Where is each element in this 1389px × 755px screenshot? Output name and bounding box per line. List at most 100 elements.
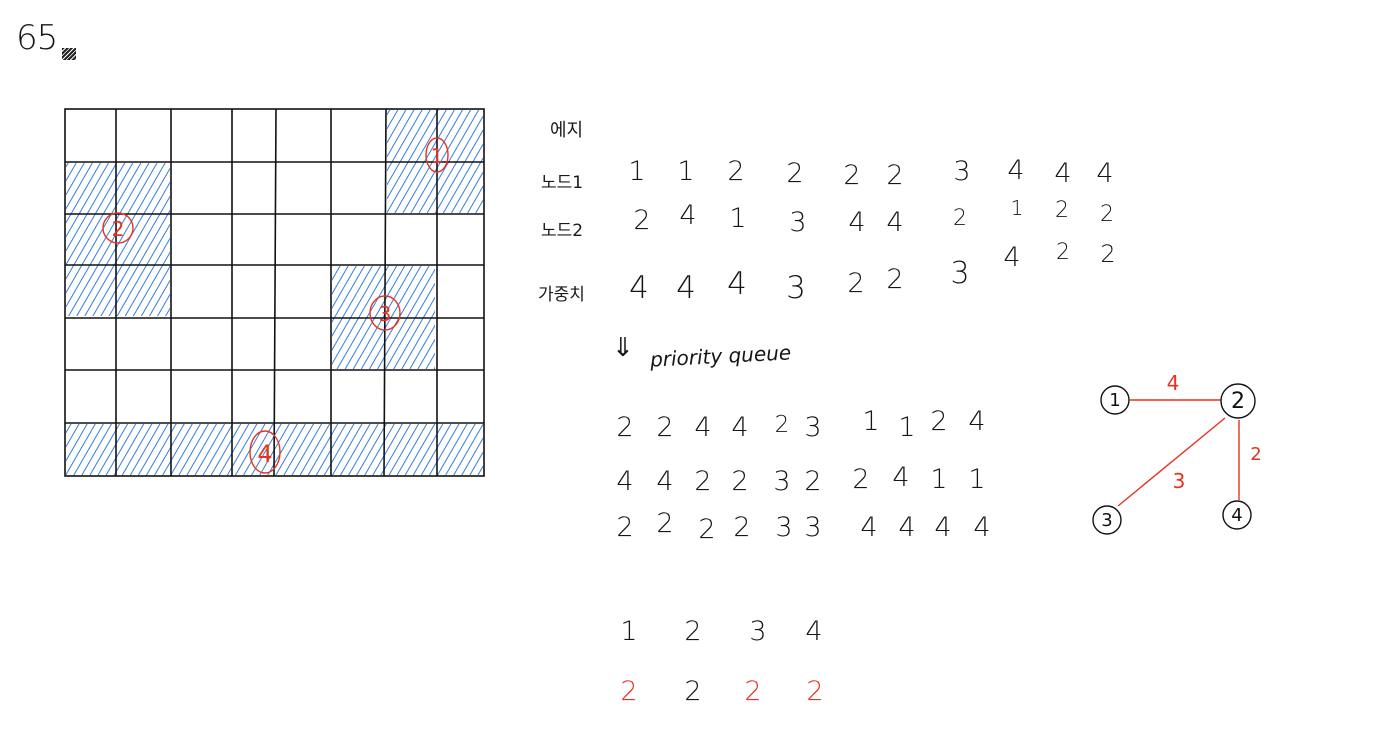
row-label-weight: 가중치 [538, 285, 585, 305]
pq-node1-cell: 1 [862, 406, 880, 437]
pq-node1-cell: 2 [930, 406, 948, 437]
pq-node1-cell: 4 [694, 412, 712, 443]
parent-value-cell: 2 [684, 676, 702, 707]
edge-node2-cell: 4 [679, 200, 697, 231]
edge-node2-cell: 4 [886, 207, 904, 238]
edge-node1-cell: 1 [628, 156, 646, 187]
edge-weight-cell: 2 [847, 268, 865, 299]
mst-node-2 [1220, 383, 1256, 419]
island-grid-map: 1 2 3 4 [64, 108, 485, 477]
pq-weight-cell: 2 [733, 512, 751, 543]
mst-node-4 [1222, 500, 1252, 530]
mst-node-1 [1100, 385, 1130, 415]
edge-node1-cell: 2 [727, 156, 745, 187]
island-1-marker [425, 137, 449, 173]
pq-weight-cell: 4 [934, 512, 952, 543]
edge-node1-cell: 4 [1096, 158, 1114, 189]
edge-weight-cell: 4 [727, 266, 747, 302]
pq-node2-cell: 2 [731, 466, 749, 497]
mst-edge-weight-1-2: 4 [1167, 371, 1180, 395]
edge-node2-cell: 2 [953, 206, 967, 231]
edge-node2-cell: 2 [1055, 198, 1069, 223]
edge-weight-cell: 2 [1056, 240, 1070, 265]
island-2-marker [102, 212, 134, 244]
island-3-marker [369, 295, 401, 331]
pq-node1-cell: 3 [804, 412, 822, 443]
pq-weight-cell: 4 [898, 512, 916, 543]
island-2-label: 2 [112, 217, 125, 241]
edge-node2-cell: 1 [729, 203, 747, 234]
mst-edge-2-3 [1117, 417, 1226, 507]
row-label-node1: 노드1 [541, 173, 584, 193]
pq-node2-cell: 1 [930, 464, 948, 495]
pq-weight-cell: 3 [804, 512, 822, 543]
mst-graph: 1 2 3 4 4 3 2 [1092, 371, 1262, 535]
priority-queue-label: priority queue [649, 340, 792, 372]
island-4-label: 4 [257, 440, 272, 468]
pq-node1-cell: 1 [898, 412, 916, 443]
pq-weight-cell: 2 [656, 508, 674, 539]
row-label-node2: 노드2 [541, 221, 584, 241]
pq-node2-cell: 1 [968, 464, 986, 495]
island-2-cells [66, 163, 170, 316]
pq-node1-cell: 4 [968, 406, 986, 437]
edge-weight-cell: 3 [950, 256, 970, 291]
edge-weight-cell: 4 [629, 270, 649, 306]
pq-weight-cell: 3 [775, 512, 793, 543]
edge-node1-cell: 3 [953, 156, 971, 187]
pq-node2-cell: 2 [852, 464, 870, 495]
edge-node1-cell: 4 [1054, 158, 1072, 189]
pq-node2-cell: 2 [694, 466, 712, 497]
edge-weight-cell: 2 [1100, 240, 1116, 268]
problem-number: 65 [16, 18, 58, 58]
pq-node1-cell: 2 [656, 412, 674, 443]
edge-node2-cell: 2 [1100, 202, 1114, 227]
edge-node1-cell: 1 [677, 156, 695, 187]
edge-node1-cell: 2 [843, 160, 861, 191]
edge-weight-cell: 3 [786, 270, 806, 306]
island-3-label: 3 [379, 302, 392, 326]
grid-lines [64, 108, 485, 477]
mst-node-2-label: 2 [1231, 389, 1245, 414]
mst-node-1-label: 1 [1109, 390, 1120, 411]
parent-value-cell: 2 [620, 676, 638, 707]
edge-node2-cell: 3 [789, 207, 807, 238]
mst-node-3 [1092, 505, 1122, 535]
parent-index-cell: 1 [620, 616, 638, 647]
pq-node2-cell: 3 [773, 466, 791, 497]
pq-weight-cell: 4 [973, 512, 991, 543]
edge-heading: 에지 [550, 120, 584, 141]
parent-index-cell: 2 [684, 616, 702, 647]
pq-node1-cell: 2 [616, 412, 634, 443]
pq-weight-cell: 2 [616, 512, 634, 543]
island-4-marker [249, 430, 281, 474]
pq-node2-cell: 4 [892, 462, 910, 493]
edge-weight-cell: 4 [676, 270, 696, 306]
mst-edge-weight-2-3: 3 [1173, 469, 1186, 493]
edge-node2-cell: 4 [848, 207, 866, 238]
pq-node2-cell: 4 [656, 466, 674, 497]
down-arrow-icon: ⇓ [612, 333, 634, 363]
pq-weight-cell: 4 [860, 512, 878, 543]
island-1-label: 1 [431, 144, 444, 168]
mst-node-3-label: 3 [1101, 510, 1112, 531]
parent-value-cell: 2 [806, 676, 824, 707]
edge-node1-cell: 2 [886, 160, 904, 191]
edge-weight-cell: 4 [1003, 242, 1021, 273]
parent-index-cell: 3 [749, 616, 767, 647]
pq-node2-cell: 4 [616, 466, 634, 497]
pq-weight-cell: 2 [698, 514, 716, 545]
scribble-mark [62, 48, 76, 60]
edge-node2-cell: 1 [1010, 196, 1024, 220]
edge-node1-cell: 4 [1007, 155, 1025, 186]
edge-weight-cell: 2 [886, 264, 904, 295]
mst-node-4-label: 4 [1231, 505, 1242, 526]
mst-edge-weight-2-4: 2 [1250, 444, 1261, 465]
pq-node1-cell: 4 [731, 412, 749, 443]
pq-node1-cell: 2 [774, 412, 790, 438]
parent-value-cell: 2 [744, 676, 762, 707]
parent-index-cell: 4 [805, 616, 823, 647]
edge-node1-cell: 2 [786, 158, 804, 189]
pq-node2-cell: 2 [804, 466, 822, 497]
edge-node2-cell: 2 [633, 205, 651, 236]
